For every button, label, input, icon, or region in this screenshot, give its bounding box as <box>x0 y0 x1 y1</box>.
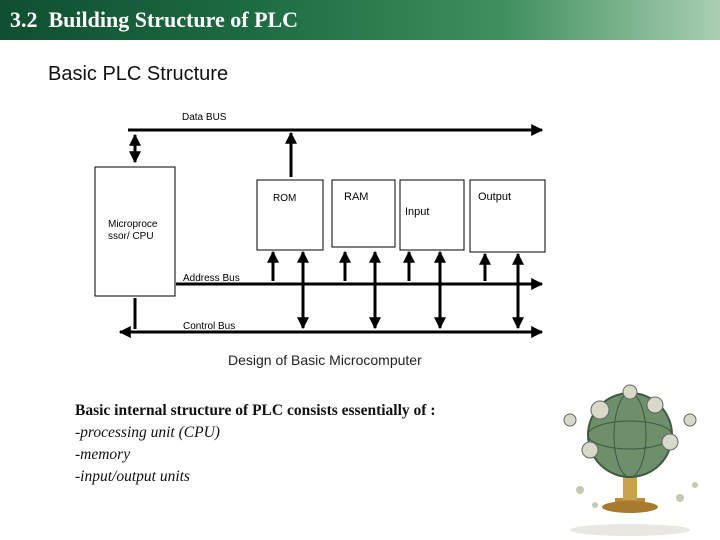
ram-block <box>331 179 396 248</box>
list-item: -memory <box>75 446 131 463</box>
section-subtitle: Basic PLC Structure <box>48 63 229 85</box>
list-item: -input/output units <box>75 468 190 485</box>
input-label: Input <box>405 206 429 218</box>
rom-block <box>256 179 324 251</box>
ram-label: RAM <box>344 191 368 203</box>
list-item: -processing unit (CPU) <box>75 424 220 441</box>
address-bus-label: Address Bus <box>183 273 240 284</box>
cpu-label-line2: ssor/ CPU <box>108 231 154 242</box>
body-lead: Basic internal structure of PLC consists… <box>75 402 436 419</box>
input-block <box>399 179 465 251</box>
slide-title: 3.2 Building Structure of PLC <box>10 7 299 32</box>
control-bus-label: Control Bus <box>183 321 235 332</box>
globe-decoration-icon <box>563 384 698 536</box>
cpu-block <box>94 166 176 297</box>
diagram-caption: Design of Basic Microcomputer <box>228 352 422 368</box>
title-bar: 3.2 Building Structure of PLC <box>0 0 720 40</box>
data-bus-label: Data BUS <box>182 112 227 123</box>
cpu-label-line1: Microproce <box>108 219 158 230</box>
output-label: Output <box>478 191 511 203</box>
rom-label: ROM <box>273 193 296 204</box>
body-text: Basic internal structure of PLC consists… <box>75 400 436 488</box>
output-block <box>469 179 546 253</box>
